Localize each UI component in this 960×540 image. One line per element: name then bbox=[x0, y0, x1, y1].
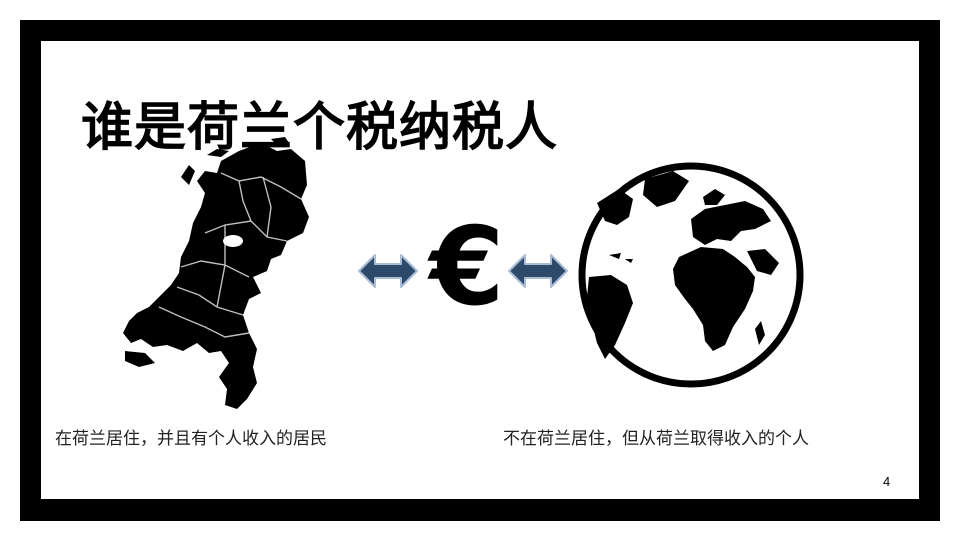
netherlands-map-icon bbox=[123, 137, 309, 409]
globe-icon bbox=[578, 162, 804, 388]
euro-symbol: € bbox=[429, 205, 505, 330]
slide-title: 谁是荷兰个税纳税人 bbox=[81, 98, 559, 158]
page-number: 4 bbox=[883, 474, 891, 489]
double-arrow-icon bbox=[508, 254, 568, 288]
double-arrow-icon bbox=[358, 254, 418, 288]
slide-canvas: 谁是荷兰个税纳税人 € bbox=[41, 41, 919, 499]
right-caption: 不在荷兰居住，但从荷兰取得收入的个人 bbox=[503, 429, 809, 449]
left-caption: 在荷兰居住，并且有个人收入的居民 bbox=[55, 429, 327, 449]
